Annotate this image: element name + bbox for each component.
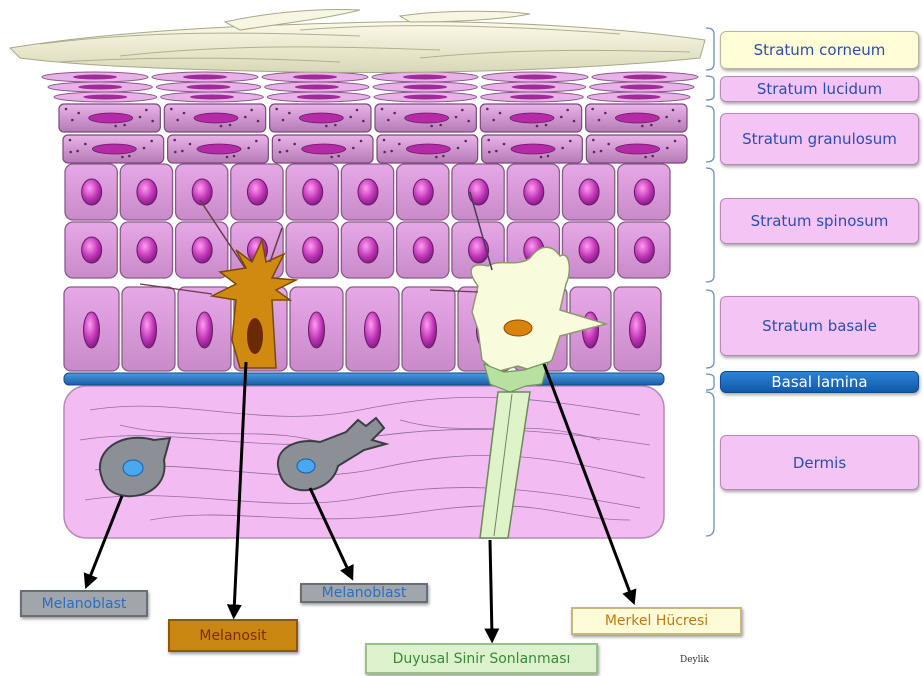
label-melanosit: Melanosit [168, 619, 298, 652]
label-stratum-lucidum: Stratum lucidum [720, 76, 919, 102]
label-stratum-corneum: Stratum corneum [720, 31, 919, 69]
label-stratum-granulosum: Stratum granulosum [720, 113, 919, 165]
label-dermis: Dermis [720, 435, 919, 490]
label-stratum-spinosum: Stratum spinosum [720, 198, 919, 244]
stratum-corneum-flakes [10, 10, 705, 73]
stratum-lucidum-cells [42, 72, 698, 102]
label-stratum-basale: Stratum basale [720, 296, 919, 356]
basal-lamina-band [64, 373, 664, 385]
layer-brackets [706, 28, 714, 536]
stratum-granulosum-cells [59, 104, 687, 163]
credit-text: Deylik [680, 655, 709, 665]
label-basal-lamina: Basal lamina [720, 371, 919, 393]
stratum-spinosum-cells [65, 164, 670, 278]
label-merkel-hucresi: Merkel Hücresi [571, 607, 742, 635]
label-duyusal-sinir-sonlanmasi: Duyusal Sinir Sonlanması [365, 643, 598, 674]
label-melanoblast-right: Melanoblast [300, 583, 428, 603]
label-melanoblast-left: Melanoblast [20, 590, 148, 617]
